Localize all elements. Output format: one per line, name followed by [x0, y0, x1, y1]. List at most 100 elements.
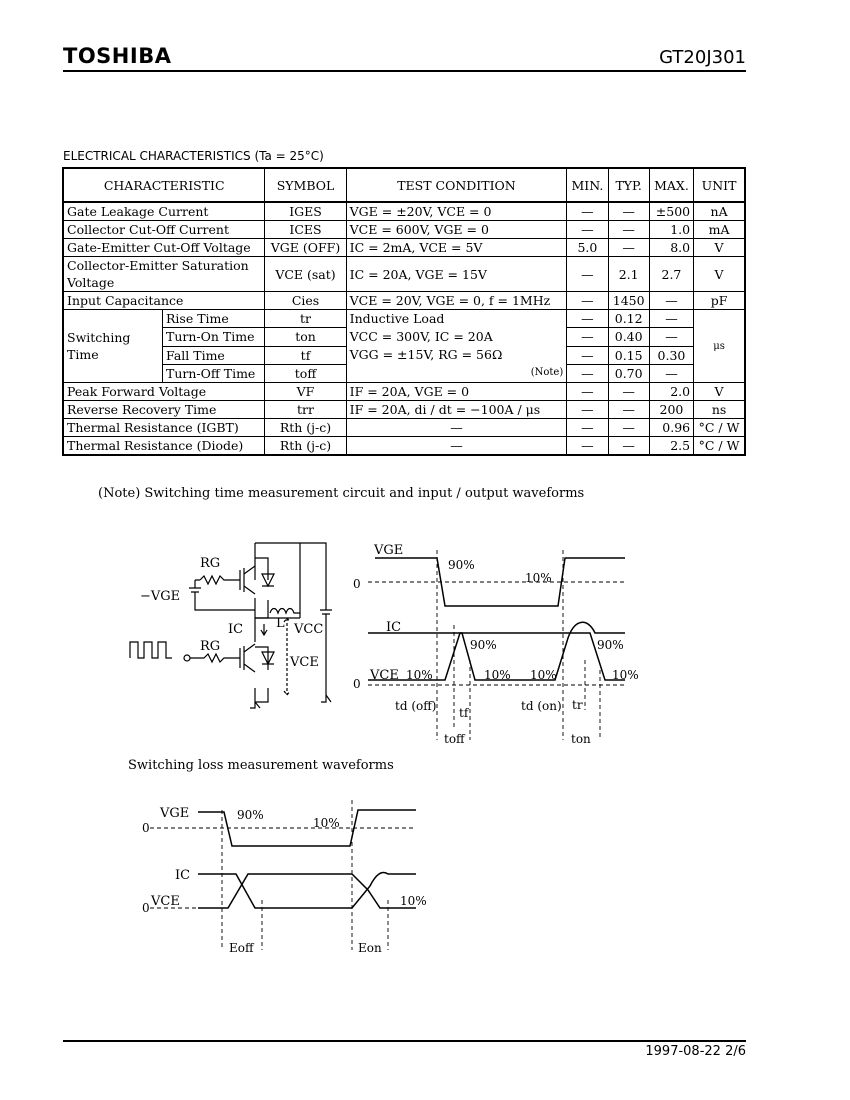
row-max: 2.0 [648, 382, 695, 401]
row-max: 0.96 [648, 418, 695, 437]
row-max: 200 [648, 400, 695, 419]
row-unit: V [693, 382, 746, 401]
row-max: 2.5 [648, 436, 695, 456]
input-terminal [183, 654, 191, 662]
wave-ic-10-label: 10% [484, 668, 511, 682]
pulse-input-icon [129, 641, 172, 659]
lower-igbt-symbol [239, 643, 256, 673]
inductor-label: L [276, 616, 285, 631]
row-typ: 0.70 [607, 363, 650, 384]
lower-diode-symbol [261, 651, 275, 666]
row-condition: VCE = 20V, VGE = 0, f = 1MHz [345, 291, 568, 310]
row-typ: — [607, 436, 650, 456]
row-min: — [566, 436, 609, 456]
row-min: — [566, 256, 609, 292]
ton-label: ton [571, 732, 591, 746]
header-min: MIN. [566, 167, 609, 203]
row-typ: 0.40 [607, 327, 650, 347]
loss-title: Switching loss measurement waveforms [128, 758, 394, 773]
switching-group-line2: Time [67, 347, 99, 362]
row-symbol: Cies [264, 291, 347, 310]
switching-group-line1: Switching [67, 330, 131, 345]
row-min: — [566, 382, 609, 401]
row-symbol: trr [264, 400, 347, 419]
row-max: 0.30 [648, 345, 695, 365]
wave-90-label: 90% [448, 558, 475, 572]
row-typ: — [607, 382, 650, 401]
row-name: Turn-On Time [161, 327, 266, 347]
switching-loss-diagram: VGE 0 90% 10% IC 0 VCE 10% Eoff Eon [142, 800, 427, 955]
row-condition: VGE = ±20V, VCE = 0 [345, 201, 568, 221]
wave-zero-label: 0 [353, 577, 361, 591]
row-name: Collector Cut-Off Current [62, 220, 266, 239]
switching-unit: μs [693, 309, 746, 383]
header-rule [63, 70, 746, 72]
switching-condition: Inductive Load VCC = 300V, IC = 20A VGG … [345, 309, 568, 383]
vcc-label: VCC [293, 622, 323, 637]
switching-waveforms [368, 557, 625, 681]
loss-waveforms [198, 809, 416, 909]
output-node [255, 613, 301, 619]
measurement-circuit [129, 542, 332, 709]
switching-time-diagram: RG −VGE IC L VCC RG VCE VGE 0 90% 10% IC… [129, 542, 639, 746]
row-condition: — [345, 436, 568, 456]
row-min: — [566, 400, 609, 419]
wave-ic-90-label: 90% [470, 638, 497, 652]
part-number: GT20J301 [659, 47, 746, 68]
tf-label: tf [459, 706, 470, 720]
inductor-symbol [269, 543, 301, 615]
table-row: Thermal Resistance (Diode) Rth (j-c) — —… [62, 436, 746, 456]
lower-gate-resistor [190, 652, 240, 664]
row-symbol: VCE (sat) [264, 256, 347, 292]
header-unit: UNIT [693, 167, 746, 203]
loss-vce-waveform [198, 873, 416, 909]
row-min: — [566, 308, 609, 329]
row-unit: ns [693, 400, 746, 419]
loss-guide-lines [150, 800, 416, 950]
row-name: Fall Time [161, 345, 266, 365]
upper-gate-resistor [199, 574, 240, 586]
wave-vge-label: VGE [373, 543, 403, 558]
footer-date-page: 1997-08-22 2/6 [645, 1044, 746, 1059]
row-condition: IC = 2mA, VCE = 5V [345, 238, 568, 257]
footer-rule [63, 1040, 746, 1042]
row-max: ±500 [648, 201, 695, 221]
loss-10b-label: 10% [400, 894, 427, 908]
loss-zero2-label: 0 [142, 901, 150, 915]
row-unit: mA [693, 220, 746, 239]
header-test-condition: TEST CONDITION [345, 167, 568, 203]
row-unit: V [693, 238, 746, 257]
td-off-label: td (off) [395, 699, 436, 713]
rg-lower-label: RG [200, 639, 220, 654]
row-condition: VCE = 600V, VGE = 0 [345, 220, 568, 239]
row-typ: — [607, 238, 650, 257]
upper-igbt-symbol [239, 565, 256, 595]
vce-circuit-label: VCE [289, 655, 319, 670]
row-typ: 2.1 [607, 256, 650, 292]
upper-switch-wires [254, 543, 269, 619]
loss-10-label: 10% [313, 816, 340, 830]
tr-label: tr [572, 698, 583, 712]
row-min: — [566, 327, 609, 347]
row-name: Thermal Resistance (Diode) [62, 436, 266, 456]
row-unit: nA [693, 201, 746, 221]
row-min: — [566, 363, 609, 384]
row-symbol: VGE (OFF) [264, 238, 347, 257]
loss-vce-label: VCE [150, 894, 180, 909]
eon-label: Eon [358, 941, 382, 955]
loss-vge-waveform [198, 809, 416, 847]
row-max: — [648, 291, 695, 310]
waveform-guides [368, 550, 625, 740]
row-min: — [566, 345, 609, 365]
section-title: ELECTRICAL CHARACTERISTICS (Ta = 25°C) [63, 149, 324, 163]
row-name: Gate Leakage Current [62, 201, 266, 221]
loss-90-label: 90% [237, 808, 264, 822]
row-name: Gate-Emitter Cut-Off Voltage [62, 238, 266, 257]
electrical-characteristics-table: CHARACTERISTIC SYMBOL TEST CONDITION MIN… [62, 167, 746, 456]
wave-vce-label: VCE [369, 668, 399, 683]
timing-markers [436, 550, 601, 740]
row-min: — [566, 201, 609, 221]
